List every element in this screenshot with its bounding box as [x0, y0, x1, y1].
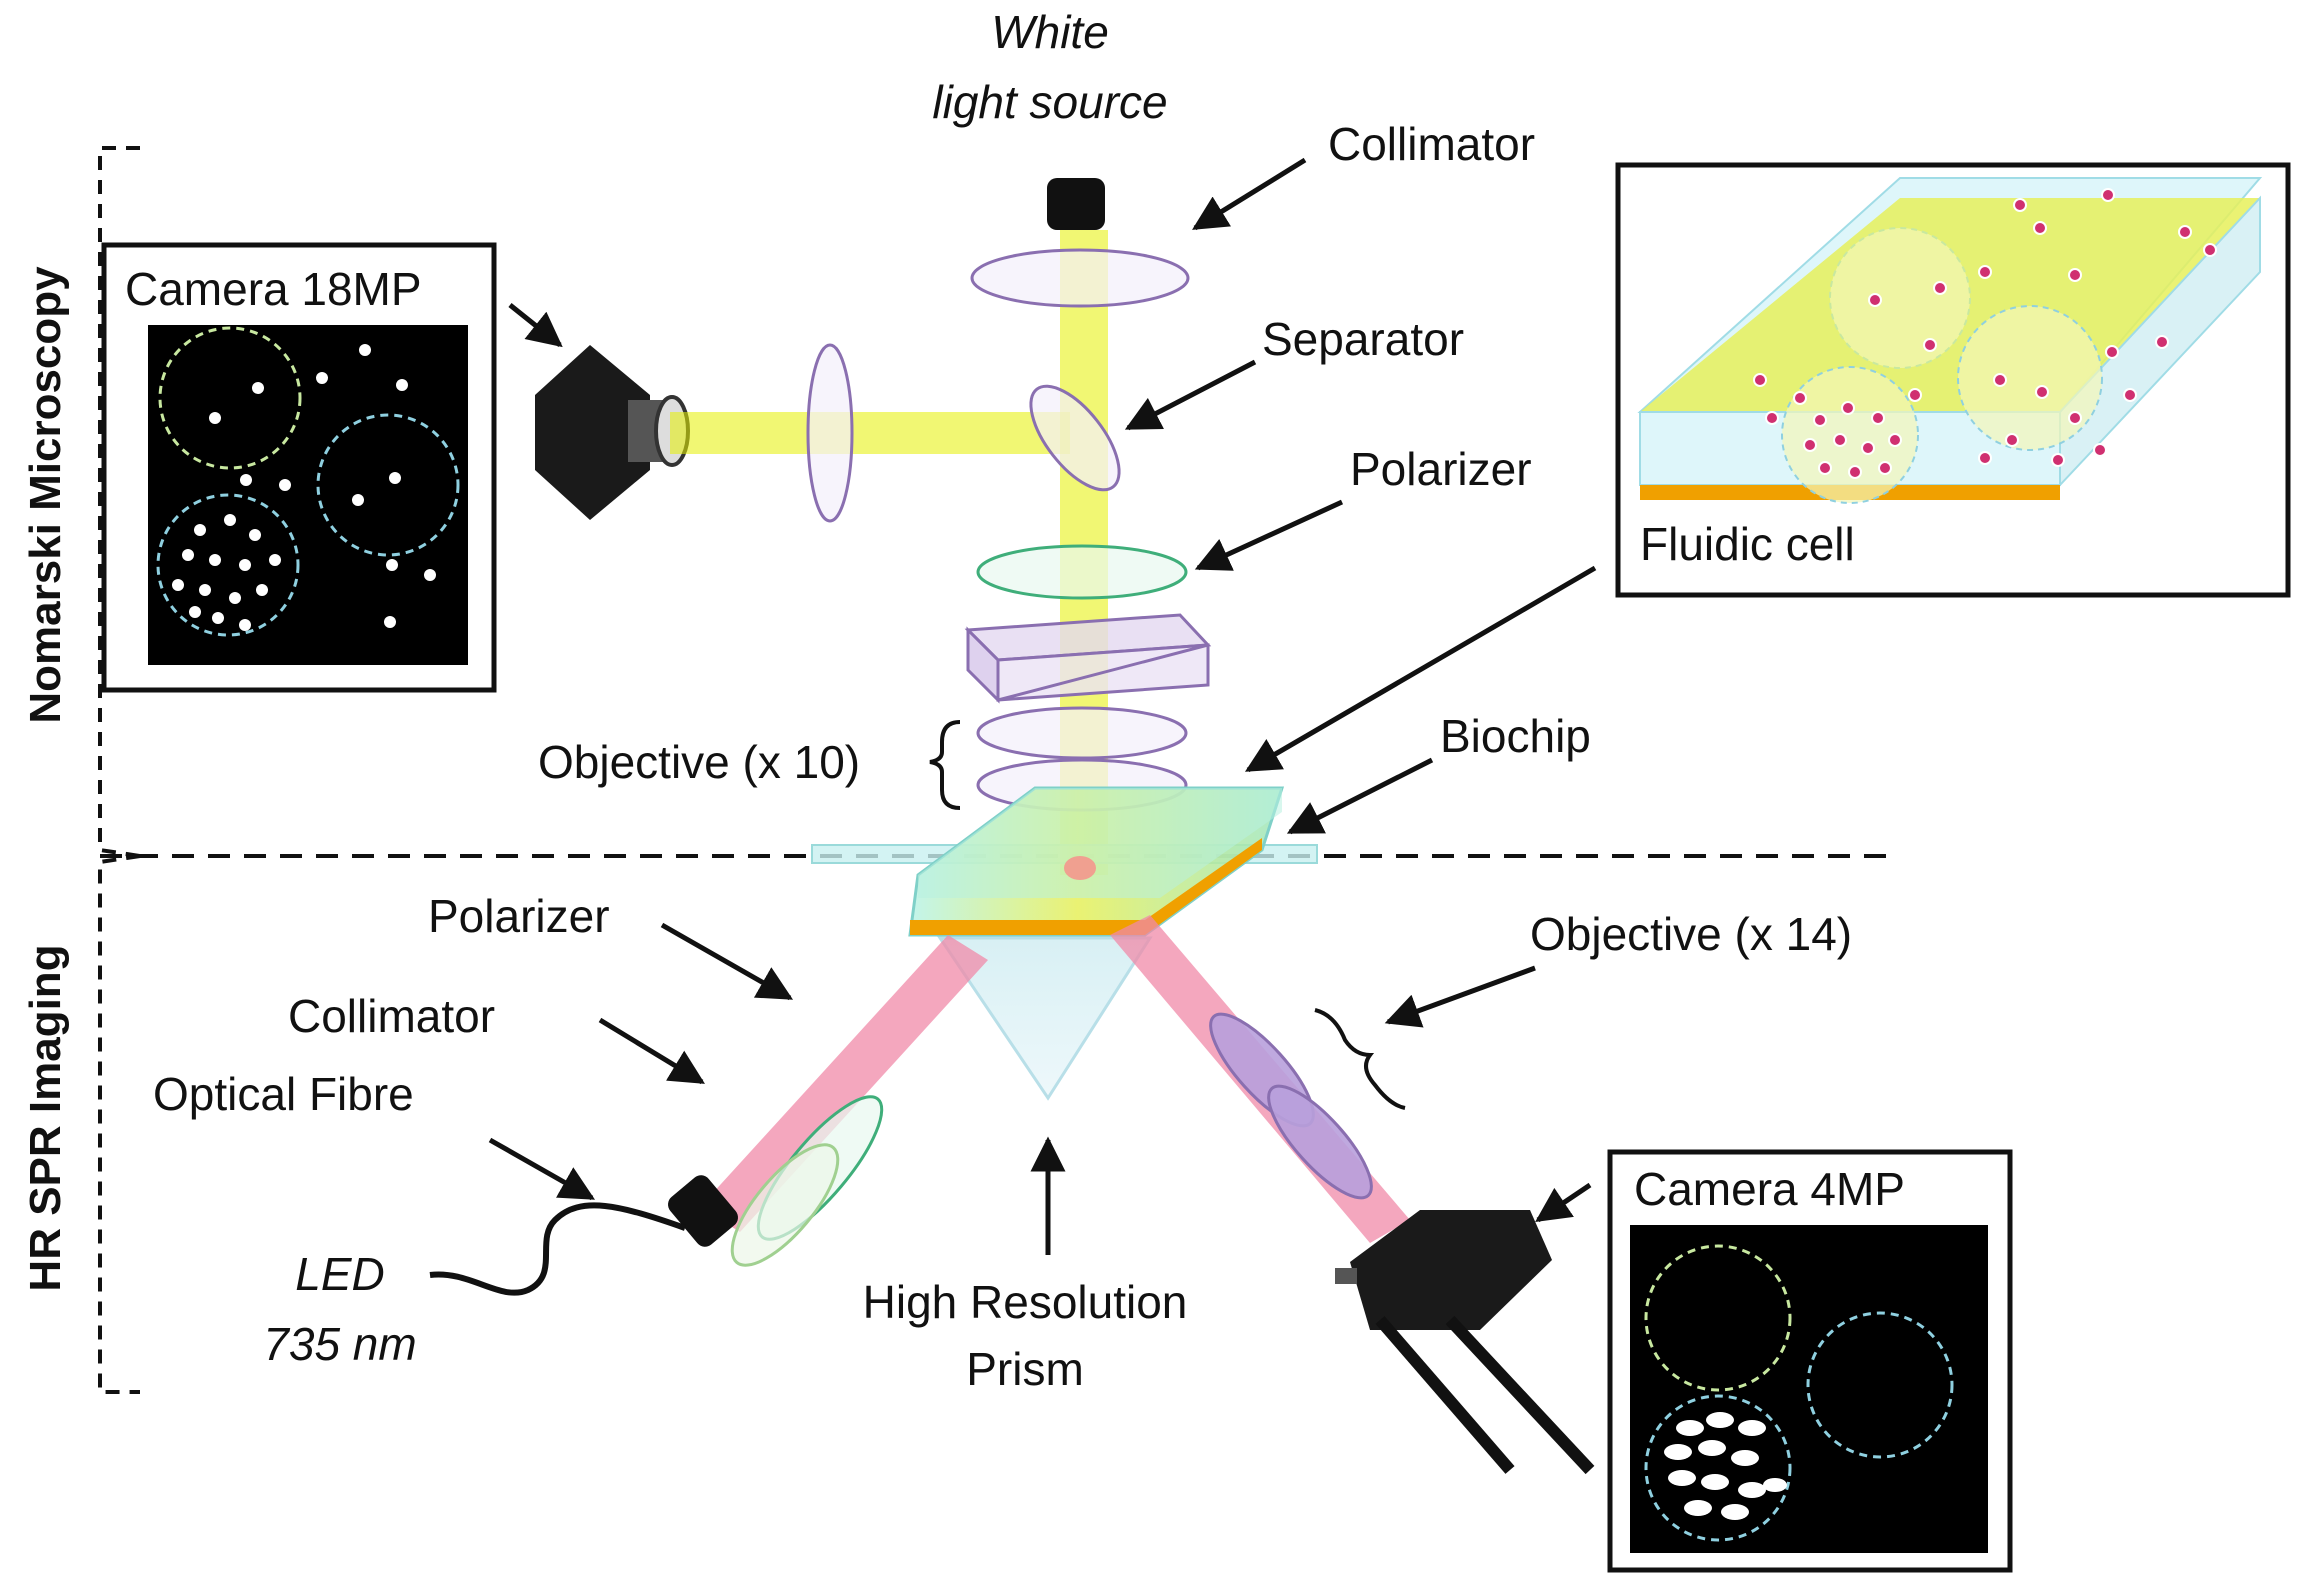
camera-18mp-body	[535, 345, 690, 520]
camera-lens	[806, 343, 854, 523]
fluidic-cell-panel: Fluidic cell	[1615, 162, 2291, 598]
side-label-nomarski: Nomarski Microscopy	[21, 266, 70, 724]
white-light-label-1: White	[991, 6, 1109, 58]
polarizer-bottom-label: Polarizer	[428, 890, 610, 942]
separator-label: Separator	[1262, 313, 1464, 365]
camera-4mp-image	[1630, 1225, 1988, 1553]
camera-4mp-panel: Camera 4MP	[1607, 1149, 2013, 1573]
optical-fibre-label: Optical Fibre	[153, 1068, 414, 1120]
camera-18mp-panel: Camera 18MP	[101, 242, 497, 693]
cell-blobs-4mp	[1664, 1412, 1787, 1520]
collimator-lens-top	[970, 248, 1190, 308]
side-label-hr-spr: HR SPR Imaging	[21, 944, 70, 1291]
fluidic-cell-label: Fluidic cell	[1640, 518, 1855, 570]
biochip-label: Biochip	[1440, 710, 1591, 762]
white-light-source	[1047, 178, 1105, 230]
camera-4mp-label: Camera 4MP	[1634, 1163, 1905, 1215]
objective-x10-lens-1	[976, 706, 1188, 760]
led-label-1: LED	[295, 1248, 384, 1300]
collimator-lens-bottom	[730, 1143, 840, 1267]
fluidic-cell-particles	[1753, 188, 2217, 479]
high-resolution-prism	[937, 936, 1153, 1101]
camera-18mp-label: Camera 18MP	[125, 263, 422, 315]
collimator-top-label: Collimator	[1328, 118, 1535, 170]
prism-label-2: Prism	[966, 1343, 1084, 1395]
camera-4mp-body	[1335, 1210, 1595, 1475]
objective-x14-lens-2	[1267, 1084, 1373, 1200]
biochip	[811, 786, 1318, 937]
objective-x10-label: Objective (x 10)	[538, 736, 860, 788]
objective-x14-label: Objective (x 14)	[1530, 908, 1852, 960]
led-label-2: 735 nm	[263, 1318, 416, 1370]
cell-dots-18mp	[172, 344, 436, 631]
polarizer-top	[976, 544, 1188, 600]
collimator-bottom-label: Collimator	[288, 990, 495, 1042]
polarizer-top-label: Polarizer	[1350, 443, 1532, 495]
reflected-beam	[670, 412, 1070, 454]
camera-18mp-image	[148, 325, 468, 665]
objective-x14-brace	[1314, 1008, 1406, 1110]
led-source	[429, 1175, 738, 1296]
wollaston-prism	[964, 613, 1212, 704]
prism-label-1: High Resolution	[863, 1276, 1188, 1328]
incident-red-beam	[700, 935, 988, 1232]
objective-x10-brace	[929, 720, 961, 810]
white-light-label-2: light source	[932, 76, 1167, 128]
section-brackets	[98, 146, 1890, 1394]
separator-optic	[1029, 384, 1121, 492]
